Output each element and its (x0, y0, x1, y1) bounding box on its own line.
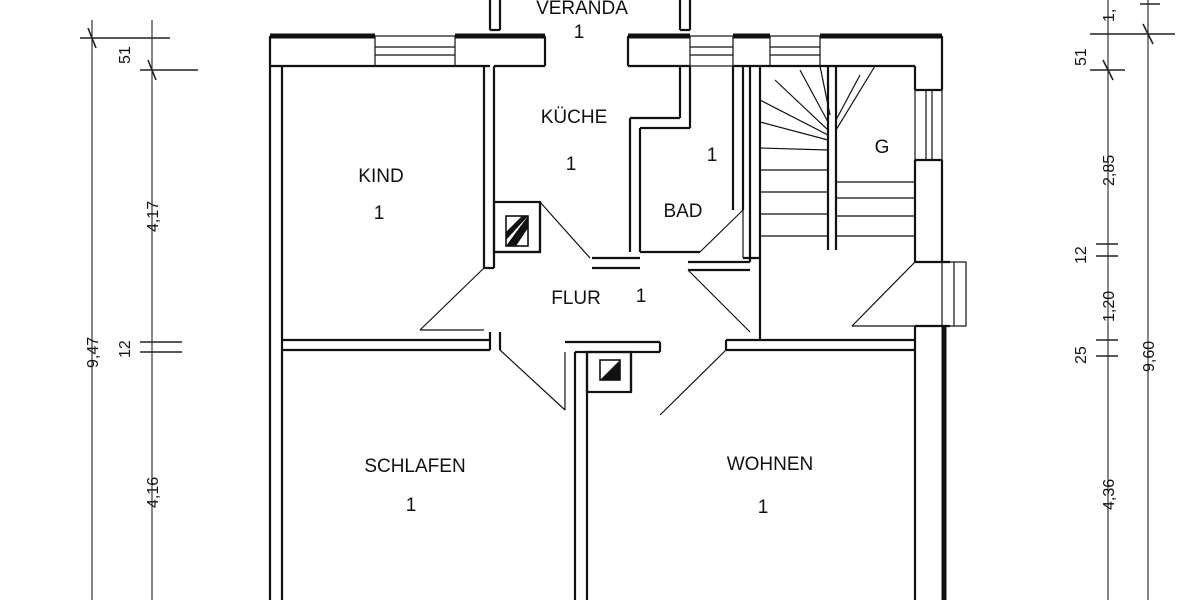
veranda-label: VERANDA (536, 0, 628, 19)
right-dim-upper: 2,85 (1101, 155, 1118, 186)
kind-label: KIND (358, 166, 403, 187)
window-kind (374, 35, 456, 67)
right-dim-flur: 1,20 (1101, 291, 1118, 322)
staircase (759, 65, 915, 237)
kind-count: 1 (374, 203, 385, 224)
chimney-kueche-icon (505, 215, 529, 247)
wohnen-count: 1 (758, 497, 769, 518)
flur-label: FLUR (551, 288, 601, 309)
right-dim-total: 9,60 (1141, 341, 1158, 372)
bad-count: 1 (707, 145, 718, 166)
left-dimension-chain (80, 20, 198, 600)
g-label: G (875, 137, 890, 158)
window-bad (689, 35, 734, 67)
window-g (914, 89, 943, 161)
right-dim-wall2: 25 (1073, 346, 1090, 364)
right-dim-cut: 1, (1101, 9, 1118, 22)
schlafen-label: SCHLAFEN (364, 456, 465, 477)
kueche-label: KÜCHE (541, 107, 608, 128)
veranda-door (488, 0, 692, 32)
veranda-count: 1 (574, 22, 585, 43)
wohnen-label: WOHNEN (727, 454, 814, 475)
interior-walls (282, 36, 967, 600)
chimney-wohnen-icon (599, 359, 621, 381)
window-stair (769, 35, 821, 67)
bad-label: BAD (663, 201, 702, 222)
kueche-count: 1 (566, 154, 577, 175)
left-dim-schlafen: 4,16 (145, 477, 162, 508)
left-dim-total: 9,47 (85, 337, 102, 368)
left-dim-wall: 12 (117, 340, 134, 358)
left-dim-kind: 4,17 (145, 201, 162, 232)
door-swings (419, 201, 916, 416)
right-dim-wohnen: 4,36 (1101, 479, 1118, 510)
right-dim-wall: 12 (1073, 246, 1090, 264)
flur-count: 1 (636, 286, 647, 307)
left-dim-top: 51 (117, 46, 134, 64)
schlafen-count: 1 (406, 495, 417, 516)
right-dimension-chain (1090, 0, 1175, 600)
right-dim-top: 51 (1073, 48, 1090, 66)
